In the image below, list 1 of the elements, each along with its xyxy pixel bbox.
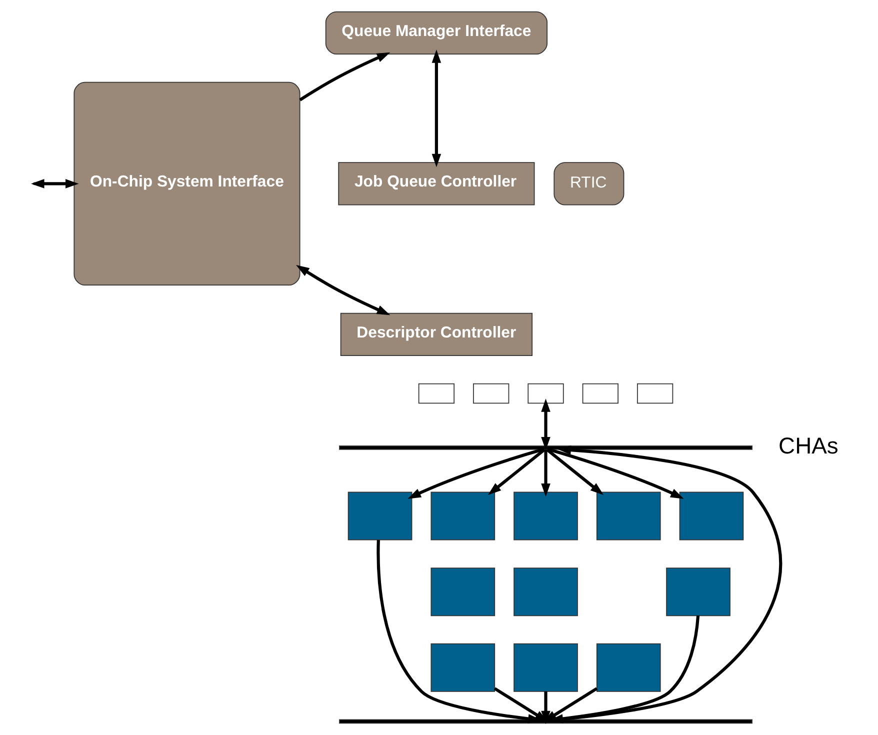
label: CHAs xyxy=(778,432,838,458)
